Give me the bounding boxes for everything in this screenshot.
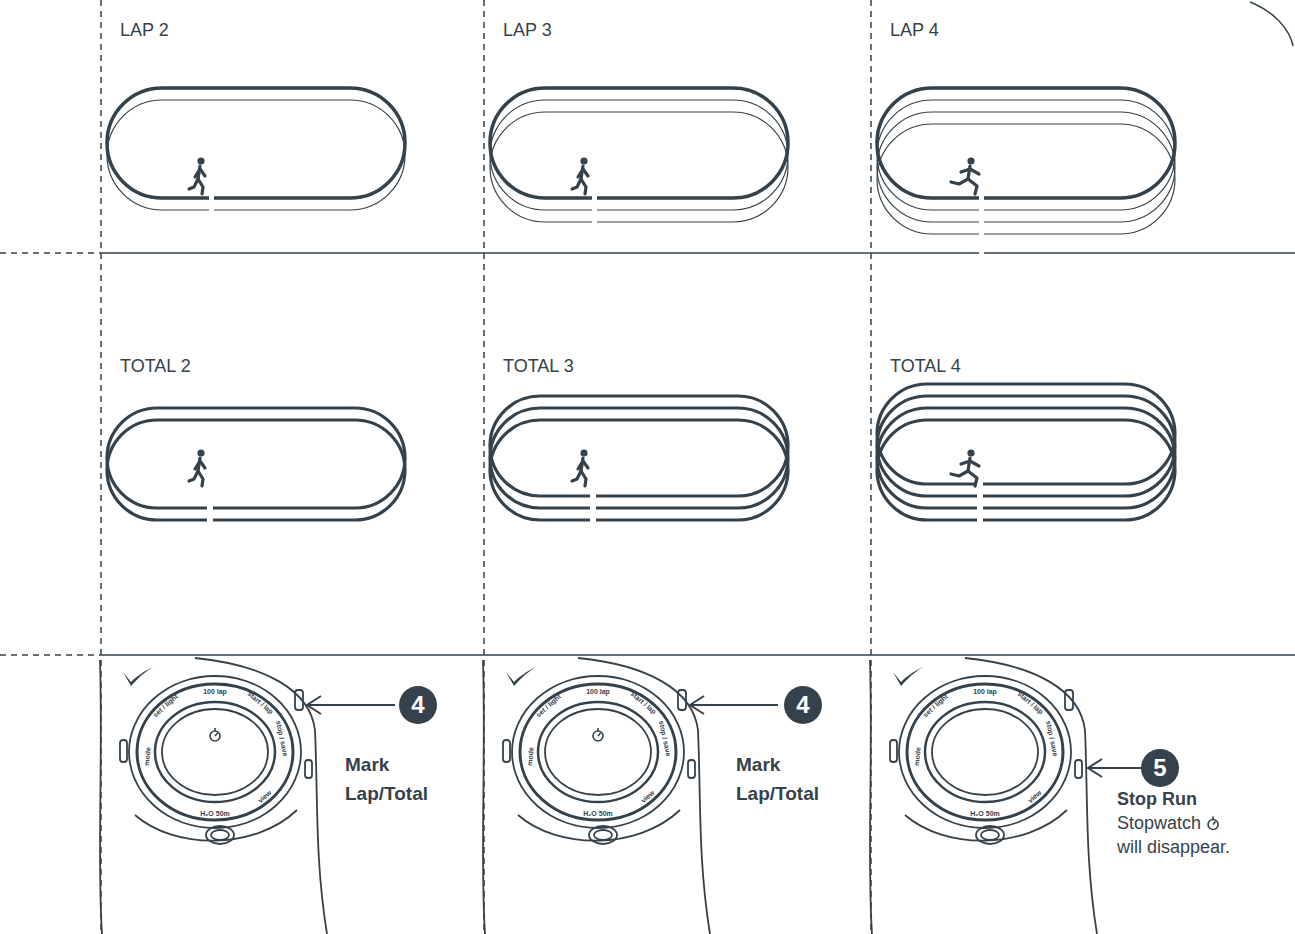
track-total [490,396,788,496]
start-gap [979,190,984,258]
watch [483,658,710,934]
column-divider [483,0,485,934]
start-gap [590,464,596,530]
track-total [877,396,1175,496]
track-lap [490,88,788,198]
callout-circle: 5 [1141,749,1179,787]
row-divider [101,654,1295,656]
watch [870,658,1097,934]
track-lap [877,100,1175,210]
bezel-text: H₂O 50m [970,810,1000,817]
panel-title: TOTAL 2 [120,356,191,377]
step-label: Stop Run [1117,789,1197,810]
column-divider [100,0,102,934]
runner-figure [572,449,588,486]
row-divider [0,252,101,254]
start-gap [209,190,214,234]
panel-title: TOTAL 4 [890,356,961,377]
step-label: Mark Lap/Total [736,750,831,808]
stopwatch-icon [1208,817,1218,830]
start-gap [592,190,597,246]
track-lap [490,112,788,222]
step-label: Mark Lap/Total [345,750,440,808]
note-text: Stopwatch [1117,813,1201,834]
track-total [107,420,405,520]
track-total [877,384,1175,484]
track-total [877,420,1175,520]
runner-figure [951,449,979,486]
page-corner [1250,2,1293,46]
watch [100,658,327,934]
track-total [490,420,788,520]
bezel-text: 100 lap [203,688,227,695]
panel-title: LAP 2 [120,20,169,41]
row-divider [0,654,101,656]
callout-circle: 4 [784,686,822,724]
note-text: will disappear. [1117,837,1230,858]
bezel-text: H₂O 50m [583,810,613,817]
column-divider [870,0,872,934]
track-lap [107,88,405,198]
panel-title: TOTAL 3 [503,356,574,377]
bezel-text: mode [526,746,535,765]
stopwatch-icon [210,728,220,741]
pointer-arrow [307,696,395,714]
bezel-text: 100 lap [586,688,610,695]
track-lap [877,124,1175,234]
panel-title: LAP 4 [890,20,939,41]
pointer-arrow [690,696,778,714]
runner-figure [951,157,979,194]
runner-figure [189,449,205,486]
track-total [107,408,405,508]
track-lap [877,88,1175,198]
callout-number: 5 [1153,754,1166,782]
row-divider [101,252,1295,254]
track-total [877,408,1175,508]
start-gap [207,476,213,530]
runner-figure [572,157,588,194]
bezel-text: H₂O 50m [200,810,230,817]
callout-circle: 4 [399,686,437,724]
bezel-text: mode [143,746,152,765]
callout-number: 4 [411,691,424,719]
bezel-text: 100 lap [973,688,997,695]
callout-number: 4 [796,691,809,719]
track-total [490,408,788,508]
panel-title: LAP 3 [503,20,552,41]
runner-figure [189,157,205,194]
track-lap [107,100,405,210]
stopwatch-icon [593,728,603,741]
bezel-text: mode [913,746,922,765]
track-lap [877,112,1175,222]
track-lap [490,100,788,210]
